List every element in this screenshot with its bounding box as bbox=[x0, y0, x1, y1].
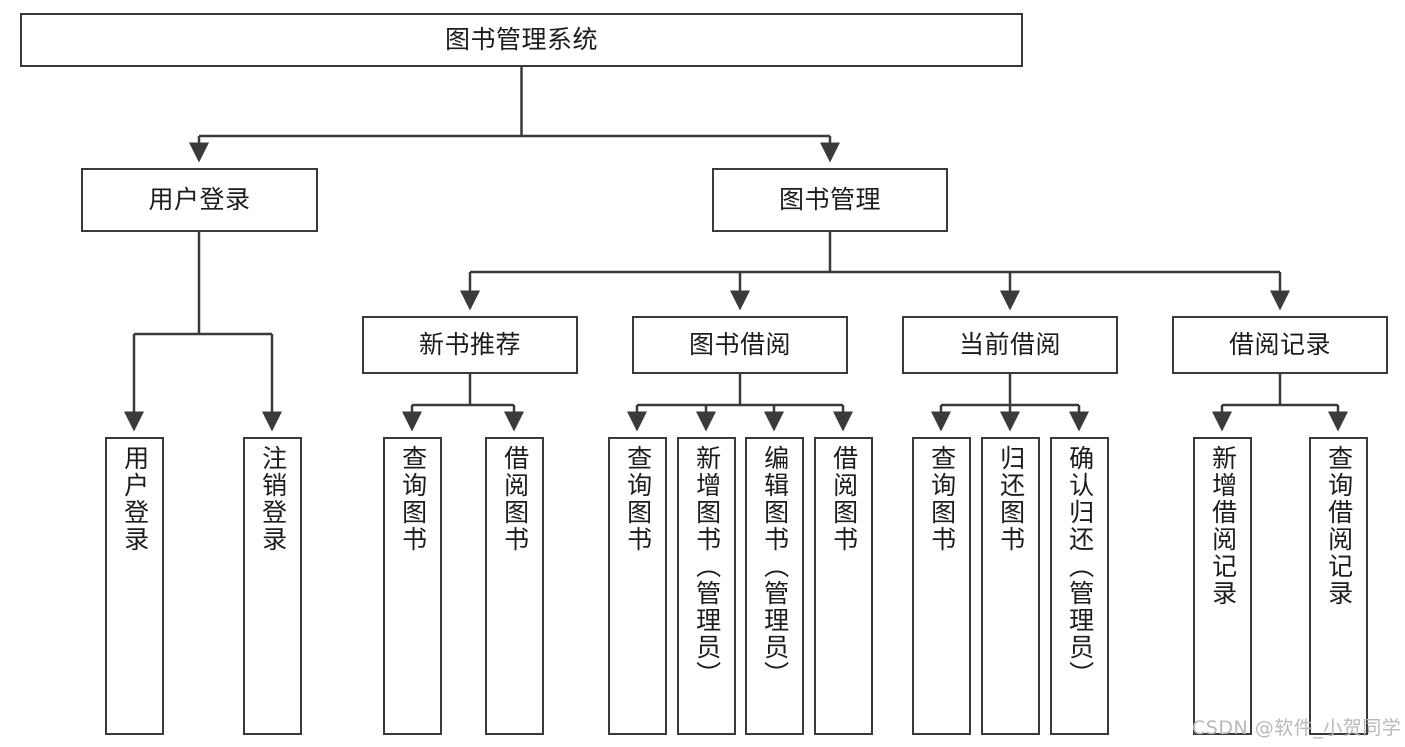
leaf-logout-login[interactable]: 注销登录 bbox=[243, 437, 302, 735]
csdn-watermark: CSDN @软件_小贺同学 bbox=[1192, 717, 1402, 739]
leaf-query-book-3-label: 查询图书 bbox=[927, 445, 957, 553]
leaf-confirm-return[interactable]: 确认归还（管理员） bbox=[1050, 437, 1109, 735]
node-borrow-record[interactable]: 借阅记录 bbox=[1172, 316, 1388, 374]
leaf-query-book-1[interactable]: 查询图书 bbox=[383, 437, 442, 735]
leaf-return-book-label: 归还图书 bbox=[996, 445, 1026, 553]
leaf-query-book-1-label: 查询图书 bbox=[398, 445, 428, 553]
node-book-manage-label: 图书管理 bbox=[778, 185, 881, 215]
node-root[interactable]: 图书管理系统 bbox=[20, 13, 1023, 67]
leaf-query-record[interactable]: 查询借阅记录 bbox=[1309, 437, 1368, 735]
leaf-query-book-2-label: 查询图书 bbox=[623, 445, 653, 553]
leaf-query-record-label: 查询借阅记录 bbox=[1324, 445, 1354, 607]
node-new-book-rec-label: 新书推荐 bbox=[418, 330, 521, 360]
node-root-label: 图书管理系统 bbox=[444, 25, 598, 55]
leaf-borrow-book-1[interactable]: 借阅图书 bbox=[485, 437, 544, 735]
node-current-borrow-label: 当前借阅 bbox=[958, 330, 1061, 360]
leaf-logout-login-label: 注销登录 bbox=[258, 445, 288, 553]
leaf-borrow-book-1-label: 借阅图书 bbox=[500, 445, 530, 553]
leaf-user-login-label: 用户登录 bbox=[120, 445, 150, 553]
node-user-login-label: 用户登录 bbox=[148, 185, 251, 215]
leaf-add-record-label: 新增借阅记录 bbox=[1208, 445, 1238, 607]
leaf-add-record[interactable]: 新增借阅记录 bbox=[1193, 437, 1252, 735]
leaf-user-login[interactable]: 用户登录 bbox=[105, 437, 164, 735]
node-book-borrow-label: 图书借阅 bbox=[688, 330, 791, 360]
node-book-borrow[interactable]: 图书借阅 bbox=[632, 316, 848, 374]
leaf-return-book[interactable]: 归还图书 bbox=[981, 437, 1040, 735]
leaf-borrow-book-2-label: 借阅图书 bbox=[829, 445, 859, 553]
leaf-edit-book-label: 编辑图书（管理员） bbox=[760, 445, 790, 688]
leaf-add-book[interactable]: 新增图书（管理员） bbox=[677, 437, 736, 735]
leaf-edit-book[interactable]: 编辑图书（管理员） bbox=[745, 437, 804, 735]
leaf-borrow-book-2[interactable]: 借阅图书 bbox=[814, 437, 873, 735]
node-borrow-record-label: 借阅记录 bbox=[1228, 330, 1331, 360]
node-new-book-rec[interactable]: 新书推荐 bbox=[362, 316, 578, 374]
node-book-manage[interactable]: 图书管理 bbox=[712, 168, 948, 232]
leaf-query-book-2[interactable]: 查询图书 bbox=[608, 437, 667, 735]
leaf-query-book-3[interactable]: 查询图书 bbox=[912, 437, 971, 735]
leaf-confirm-return-label: 确认归还（管理员） bbox=[1065, 445, 1095, 688]
node-current-borrow[interactable]: 当前借阅 bbox=[902, 316, 1118, 374]
node-user-login[interactable]: 用户登录 bbox=[81, 168, 318, 232]
leaf-add-book-label: 新增图书（管理员） bbox=[692, 445, 722, 688]
